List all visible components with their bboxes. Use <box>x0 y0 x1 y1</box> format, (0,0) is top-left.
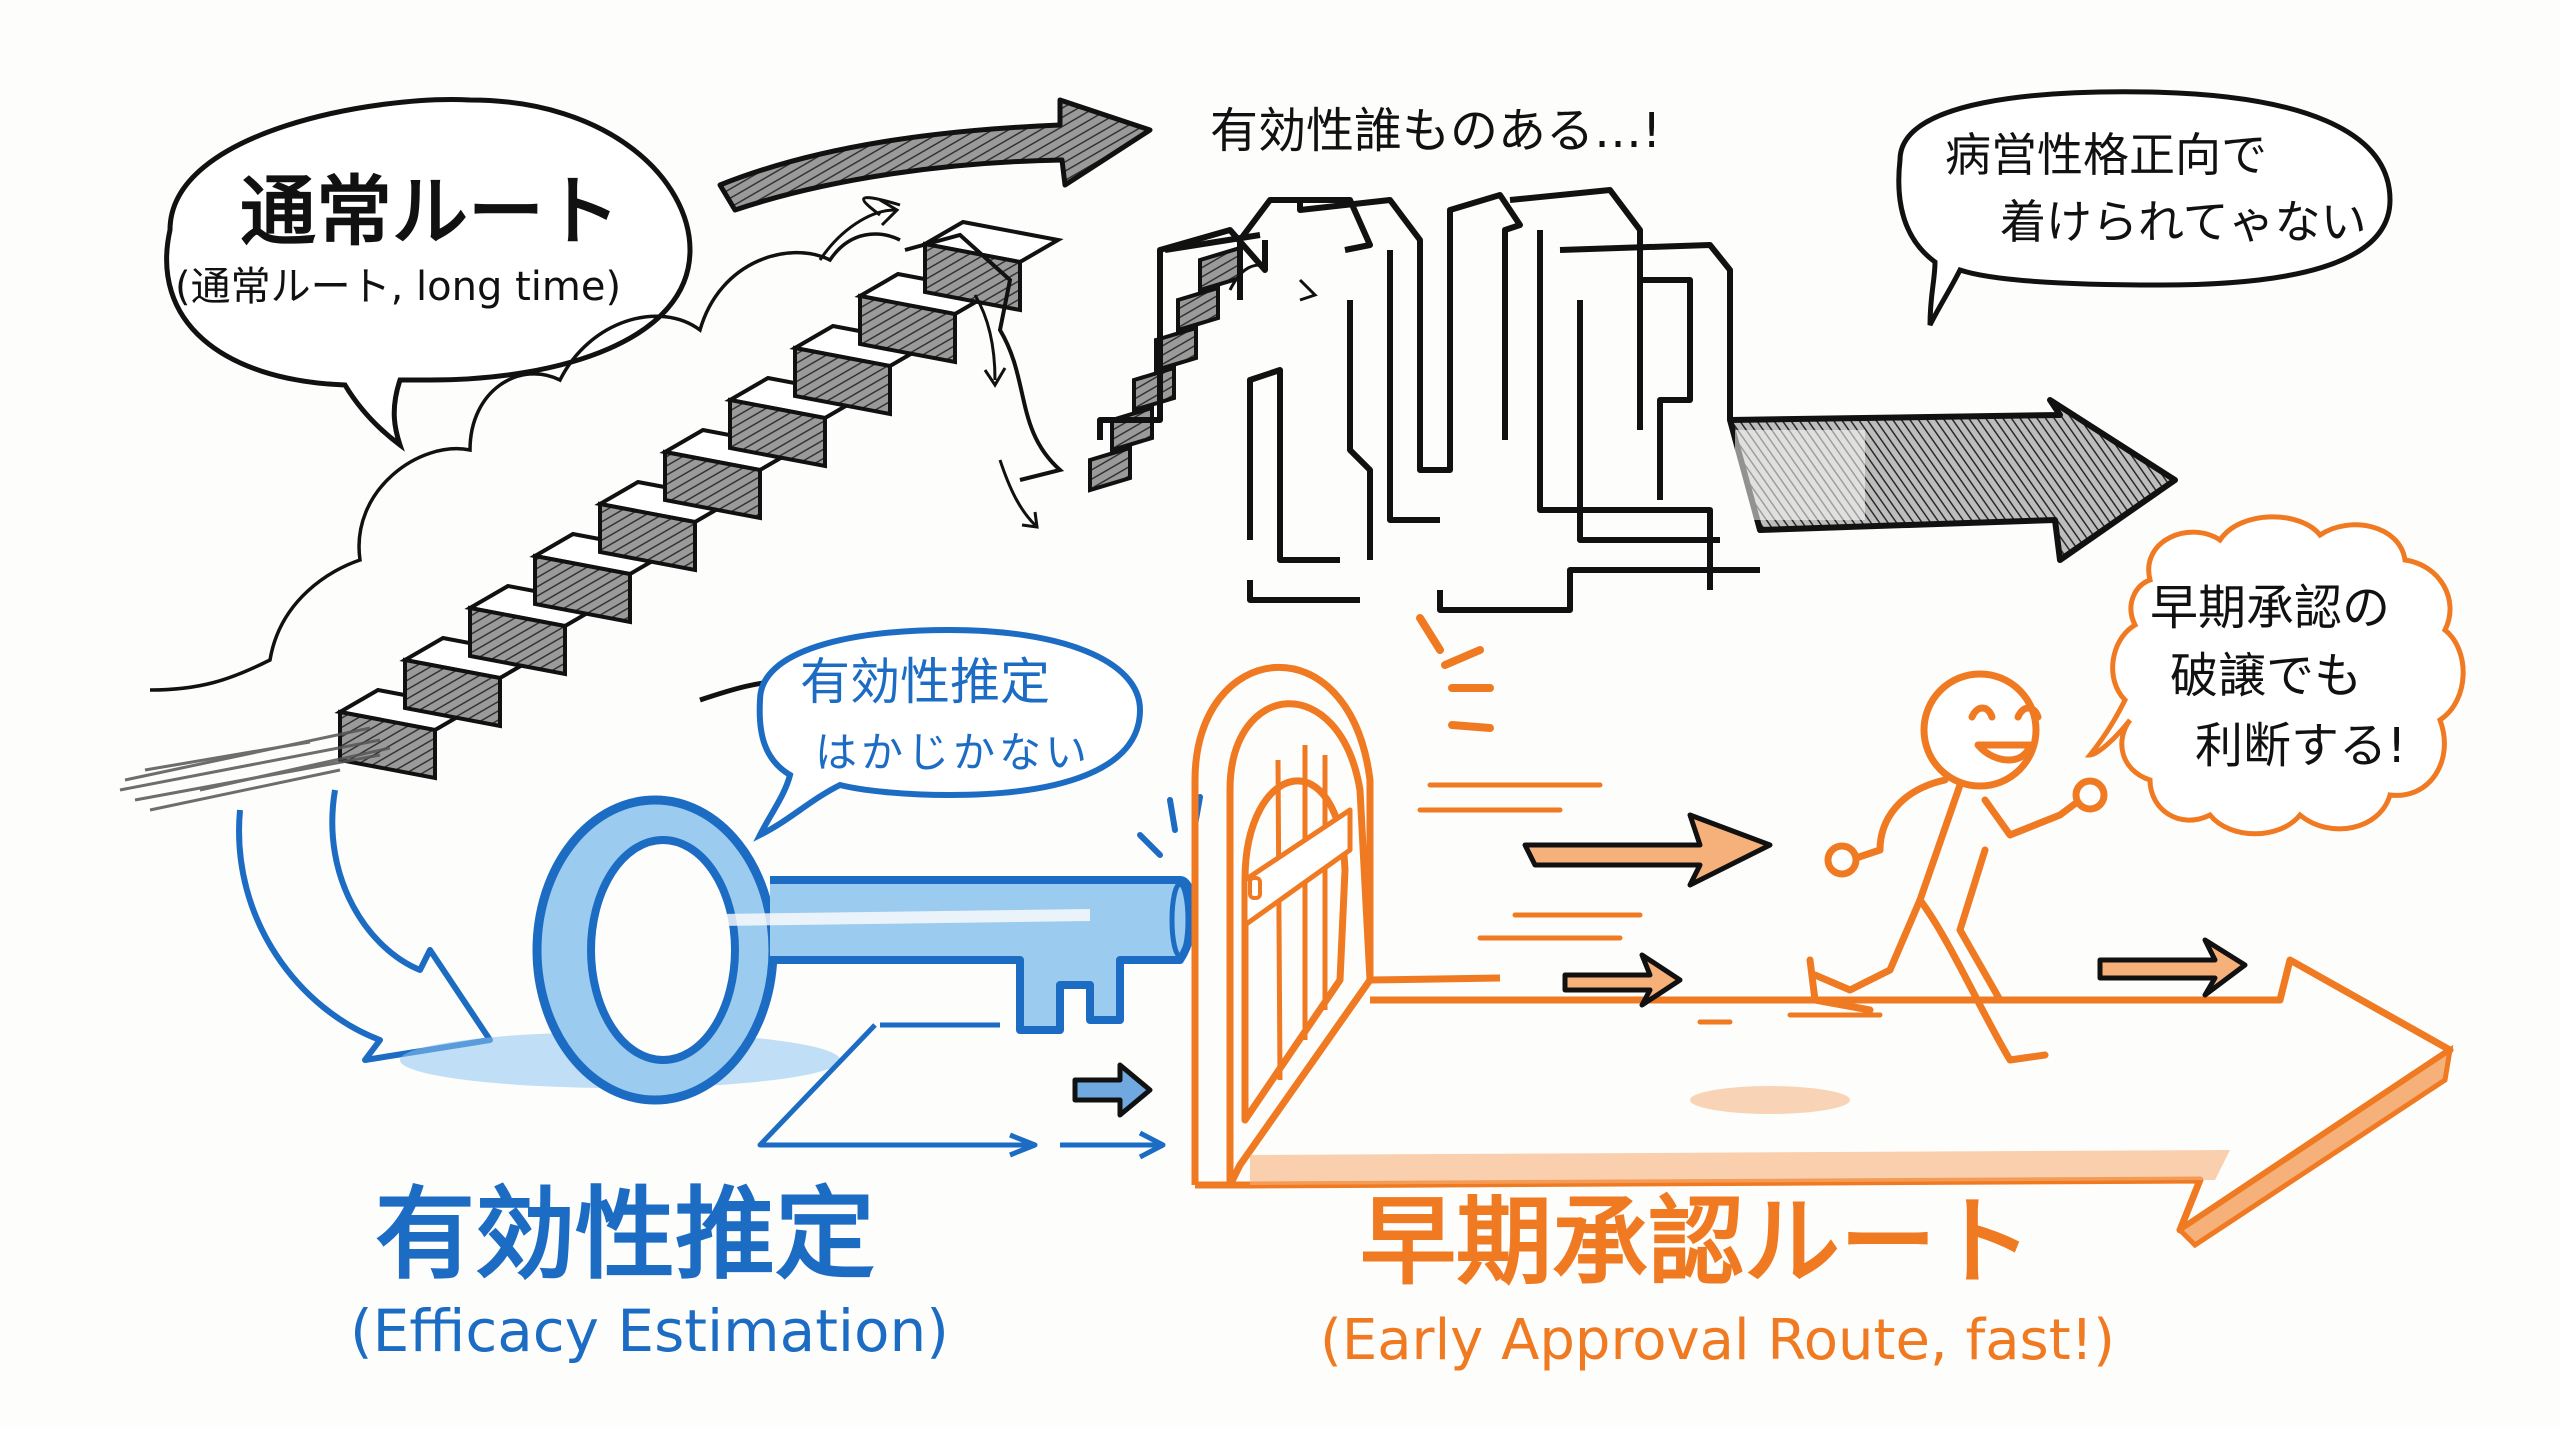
normal-route-note: 有効性誰ものある…! <box>1210 103 1662 159</box>
efficacy-label-title: 有効性推定 <box>375 1176 875 1293</box>
early-approval-label-subtitle: (Early Approval Route, fast!) <box>1320 1308 2115 1373</box>
running-person-icon <box>1690 670 2108 1114</box>
stair-riser <box>1154 325 1198 373</box>
stair-riser <box>598 501 697 573</box>
stair-riser <box>858 293 957 365</box>
maze-bubble-line2: 着けられてゃない <box>2000 195 2367 249</box>
stair-riser <box>923 241 1022 313</box>
early-approval-bubble-line3: 利断する! <box>2195 718 2407 774</box>
stair-riser <box>728 397 827 469</box>
pencil-scribble <box>119 726 391 812</box>
early-approval-bubble-line2: 破譲でも <box>2170 648 2363 704</box>
stair-riser <box>533 553 632 625</box>
big-arrow-icon <box>1249 956 2454 1249</box>
speech-bubble-normal-route <box>164 97 693 452</box>
speech-bubble-early-approval <box>2084 514 2466 837</box>
maze-bubble-line1: 病営性格正向で <box>1945 128 2267 182</box>
stair-riser <box>1088 445 1132 493</box>
cloud-outline <box>149 232 901 692</box>
stair-riser <box>468 605 567 677</box>
stair-riser <box>793 345 892 417</box>
maze-icon <box>1097 187 1760 613</box>
curved-arrow-icon <box>236 789 493 1063</box>
speech-bubble-maze <box>1896 89 2393 327</box>
speed-arrow-icon <box>1417 782 2248 1025</box>
early-approval-group <box>1191 514 2466 1249</box>
early-approval-bubble-line1: 早期承認の <box>2150 580 2391 636</box>
efficacy-bubble-line2: はかじかない <box>815 728 1092 777</box>
key-icon <box>400 794 1203 1105</box>
stair-landing <box>904 232 1065 482</box>
efficacy-group <box>236 626 1203 1160</box>
normal-route-group <box>119 89 2393 812</box>
stair-riser <box>403 657 502 729</box>
stair-riser <box>663 449 762 521</box>
stair-riser <box>1176 285 1220 333</box>
staircase-icon <box>334 219 1242 781</box>
curved-arrow-icon <box>717 97 1153 213</box>
normal-route-subtitle: (通常ルート, long time) <box>175 264 622 310</box>
stair-riser <box>1132 365 1176 413</box>
efficacy-bubble-line1: 有効性推定 <box>800 653 1050 711</box>
stair-riser <box>1110 405 1154 453</box>
arrow-right-icon <box>757 1022 1166 1160</box>
door-icon <box>1191 614 1501 1189</box>
speech-bubble-efficacy <box>753 626 1144 842</box>
normal-route-title: 通常ルート <box>240 167 620 256</box>
arrow-right-icon <box>1072 1062 1153 1118</box>
big-arrow-icon <box>1727 397 2178 563</box>
efficacy-label-subtitle: (Efficacy Estimation) <box>350 1297 949 1365</box>
early-approval-label-title: 早期承認ルート <box>1360 1186 2032 1298</box>
